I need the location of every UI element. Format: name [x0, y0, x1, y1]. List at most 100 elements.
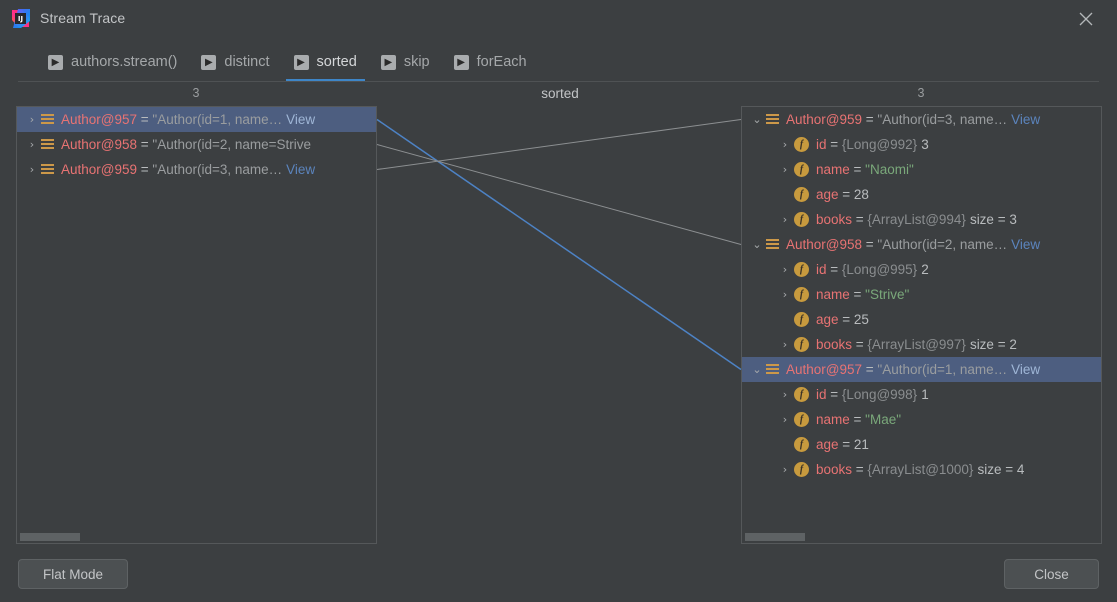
chevron-right-icon[interactable]: › [782, 263, 788, 276]
play-icon: ▶ [293, 54, 309, 70]
tab-authors-stream[interactable]: ▶ authors.stream() [36, 44, 189, 80]
tree-row-text: books = {ArrayList@1000}size = 4 [816, 462, 1025, 477]
field-value: 21 [853, 437, 869, 452]
field-value: size = 4 [977, 462, 1025, 477]
chevron-right-icon[interactable]: › [782, 213, 788, 226]
tree-row[interactable]: › f books = {ArrayList@1000}size = 4 [742, 457, 1101, 482]
tree-row[interactable]: f age = 25 [742, 307, 1101, 332]
right-horizontal-scrollbar[interactable] [742, 531, 1101, 543]
tree-row[interactable]: ⌄Author@957 = "Author(id=1, name…View [742, 357, 1101, 382]
right-scroll-thumb[interactable] [745, 533, 805, 541]
field-value: 28 [853, 187, 869, 202]
tree-row[interactable]: › f name = "Naomi" [742, 157, 1101, 182]
object-reference: Author@958 [786, 237, 863, 252]
object-to-string: "Author(id=2, name=Strive [152, 137, 312, 152]
view-link[interactable]: View [1011, 237, 1041, 252]
field-icon: f [794, 412, 809, 427]
tree-row-text: Author@959 = "Author(id=3, name…View [786, 112, 1041, 127]
field-icon: f [794, 187, 809, 202]
tree-row-text: name = "Strive" [816, 287, 910, 302]
view-link[interactable]: View [286, 112, 316, 127]
field-string-value: "Naomi" [865, 162, 914, 177]
chevron-right-icon[interactable]: › [782, 338, 788, 351]
chevron-right-icon[interactable]: › [782, 388, 788, 401]
object-icon [766, 363, 779, 376]
stream-chain-tabs: ▶ authors.stream() ▶distinct▶sorted▶skip▶f… [0, 44, 1117, 82]
chevron-right-icon[interactable]: › [782, 163, 788, 176]
stage-label: sorted [541, 86, 579, 101]
chevron-down-icon[interactable]: ⌄ [752, 238, 762, 251]
tree-row-text: Author@957 = "Author(id=1, name…View [61, 112, 316, 127]
chevron-right-icon[interactable]: › [29, 113, 35, 126]
field-name: age [816, 187, 839, 202]
tree-row[interactable]: ›Author@959 = "Author(id=3, name…View [17, 157, 376, 182]
tree-row[interactable]: ⌄Author@958 = "Author(id=2, name…View [742, 232, 1101, 257]
view-link[interactable]: View [1011, 362, 1041, 377]
tabs-divider [18, 81, 1099, 82]
object-to-string: "Author(id=3, name [152, 162, 269, 177]
intellij-idea-logo-icon: IJ [11, 9, 30, 28]
window-close-button[interactable] [1067, 5, 1107, 33]
tab-distinct[interactable]: ▶distinct [189, 44, 281, 80]
tree-row-text: age = 25 [816, 312, 869, 327]
chevron-right-icon[interactable]: › [782, 413, 788, 426]
field-icon: f [794, 162, 809, 177]
window-title: Stream Trace [40, 10, 126, 26]
chevron-down-icon[interactable]: ⌄ [752, 113, 762, 126]
title-bar: IJ Stream Trace [0, 0, 1117, 38]
view-link[interactable]: View [1011, 112, 1041, 127]
field-icon: f [794, 337, 809, 352]
svg-text:IJ: IJ [18, 15, 23, 23]
field-value: 3 [921, 137, 929, 152]
close-button[interactable]: Close [1004, 559, 1099, 589]
tree-row-text: name = "Naomi" [816, 162, 914, 177]
object-icon [41, 113, 54, 126]
chevron-right-icon[interactable]: › [29, 163, 35, 176]
object-reference: Author@959 [786, 112, 863, 127]
left-horizontal-scrollbar[interactable] [17, 531, 376, 543]
before-values-tree-panel[interactable]: › Author@957 = "Author(id=1, name…View › Au… [16, 106, 377, 544]
object-reference: Author@959 [61, 162, 138, 177]
tab-foreach[interactable]: ▶forEach [442, 44, 539, 80]
field-type: {ArrayList@1000} [867, 462, 974, 477]
chevron-right-icon[interactable]: › [782, 138, 788, 151]
view-link[interactable]: View [286, 162, 316, 177]
tree-row[interactable]: › Author@957 = "Author(id=1, name…View [17, 107, 376, 132]
close-icon [1079, 12, 1093, 26]
flat-mode-button[interactable]: Flat Mode [18, 559, 128, 589]
field-name: age [816, 312, 839, 327]
field-icon: f [794, 437, 809, 452]
field-name: id [816, 137, 827, 152]
chevron-right-icon[interactable]: › [782, 463, 788, 476]
field-icon: f [794, 387, 809, 402]
tab-label: authors.stream() [71, 54, 178, 70]
field-type: {Long@998} [841, 387, 918, 402]
field-icon: f [794, 462, 809, 477]
tree-row[interactable]: ⌄ Author@959 = "Author(id=3, name…View [742, 107, 1101, 132]
field-icon: f [794, 312, 809, 327]
tree-row[interactable]: ›Author@958 = "Author(id=2, name=Strive [17, 132, 376, 157]
left-scroll-thumb[interactable] [20, 533, 80, 541]
tab-sorted[interactable]: ▶sorted [282, 44, 369, 82]
chevron-right-icon[interactable]: › [782, 288, 788, 301]
chevron-right-icon[interactable]: › [29, 138, 35, 151]
tree-row-text: id = {Long@992}3 [816, 137, 929, 152]
tab-skip[interactable]: ▶skip [369, 44, 442, 80]
chevron-down-icon[interactable]: ⌄ [752, 363, 762, 376]
object-reference: Author@958 [61, 137, 138, 152]
play-icon: ▶ [48, 54, 63, 70]
right-panel-count: 3 [917, 86, 925, 100]
object-to-string: "Author(id=3, name [877, 112, 994, 127]
before-values-tree[interactable]: › Author@957 = "Author(id=1, name…View › Au… [17, 107, 376, 182]
